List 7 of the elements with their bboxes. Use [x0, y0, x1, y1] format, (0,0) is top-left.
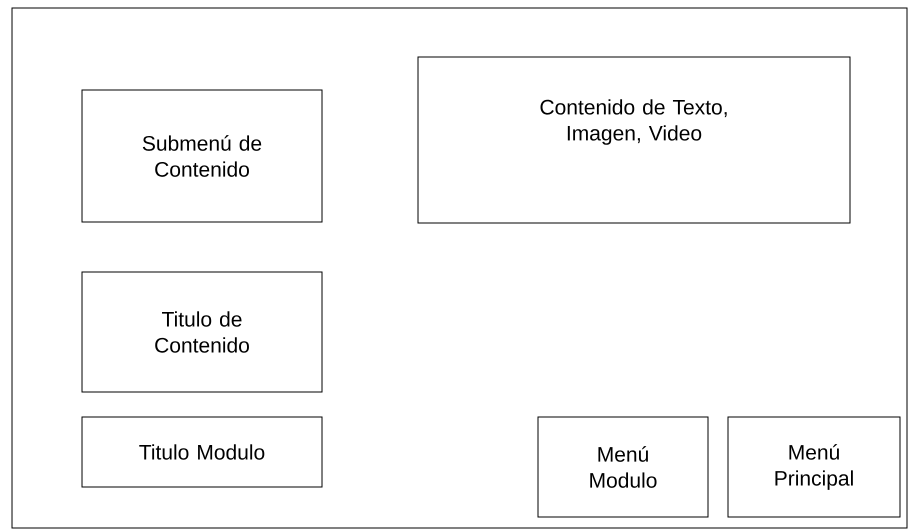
- page-frame: [12, 8, 908, 528]
- content-box: Contenido de Texto, Imagen, Video: [418, 56, 850, 224]
- content-box: Submenú de Contenido: [82, 90, 322, 222]
- content-box: Titulo Modulo: [82, 416, 322, 488]
- content-box: Titulo de Contenido: [82, 272, 322, 392]
- content-box: Menú Modulo: [538, 416, 708, 518]
- content-box: Menú Principal: [728, 416, 900, 518]
